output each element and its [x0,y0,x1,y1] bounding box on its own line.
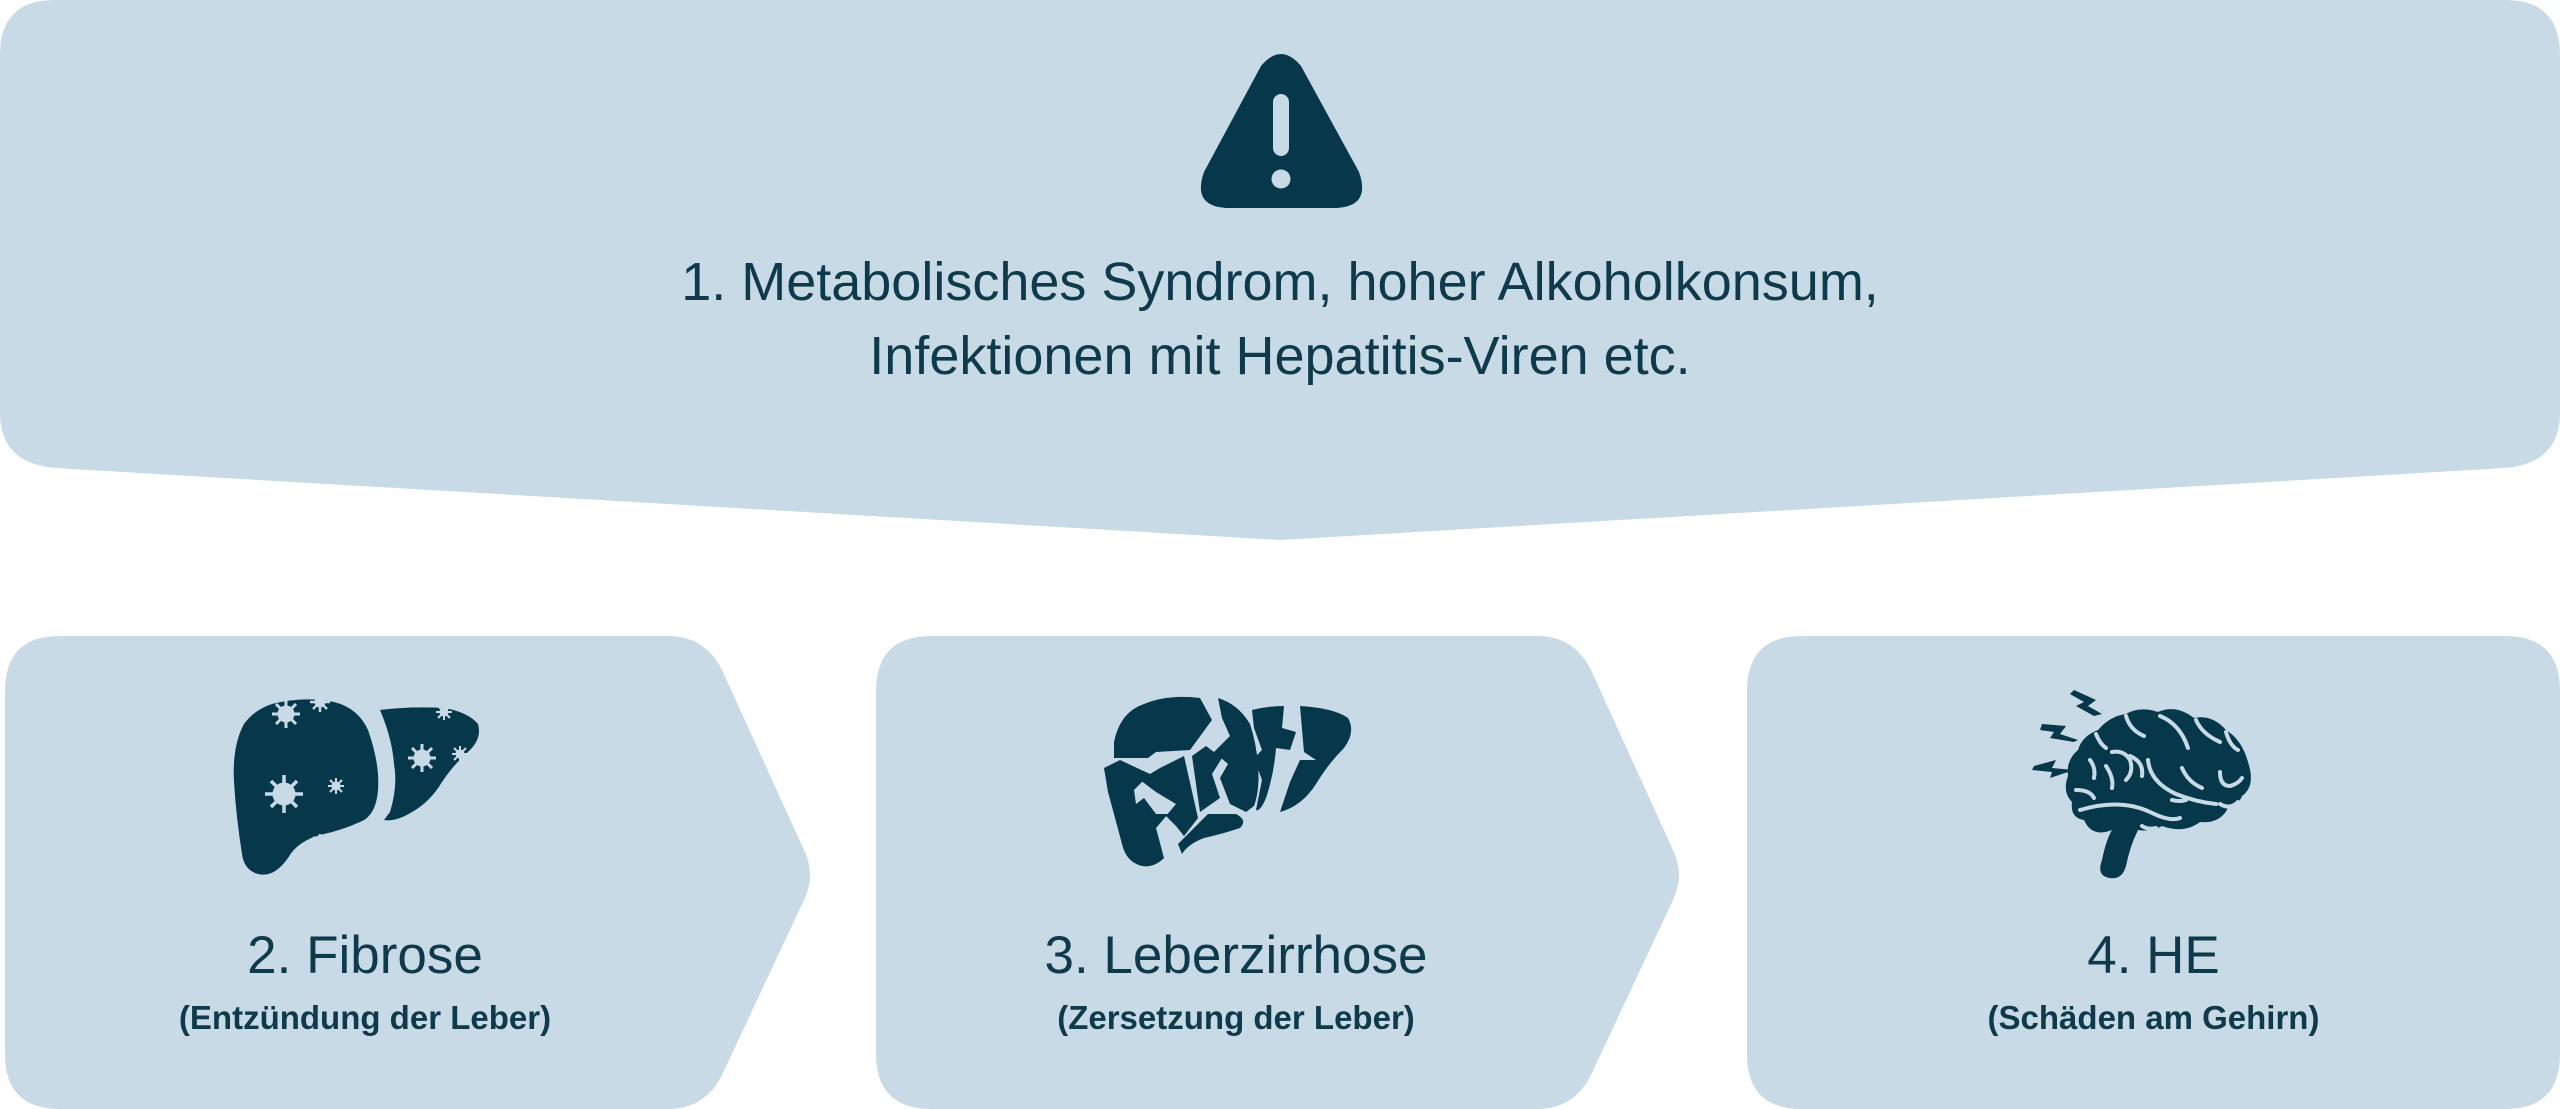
step-fibrose-title: 2. Fibrose [247,926,483,985]
step-he-shape [1747,636,2560,1109]
brain-damage-icon [2032,690,2251,879]
warning-triangle-icon [1200,54,1363,208]
top-banner-shape [0,0,2560,540]
liver-with-virus-icon [233,692,479,875]
step-fibrose-subtitle: (Entzündung der Leber) [178,999,552,1036]
step-leberzirrhose-title: 3. Leberzirrhose [1044,926,1428,985]
step-fibrose-shape [5,636,810,1109]
top-text-line-1: 1. Metabolisches Syndrom, hoher Alkoholk… [681,252,1879,312]
top-text-line-2: Infektionen mit Hepatitis-Viren etc. [869,326,1691,386]
step-he-subtitle: (Schäden am Gehirn) [1987,999,2320,1036]
step-leberzirrhose-shape [876,636,1679,1109]
step-leberzirrhose-subtitle: (Zersetzung der Leber) [1057,999,1415,1036]
cracked-liver-icon [1104,696,1352,867]
step-he-title: 4. HE [2087,926,2220,985]
